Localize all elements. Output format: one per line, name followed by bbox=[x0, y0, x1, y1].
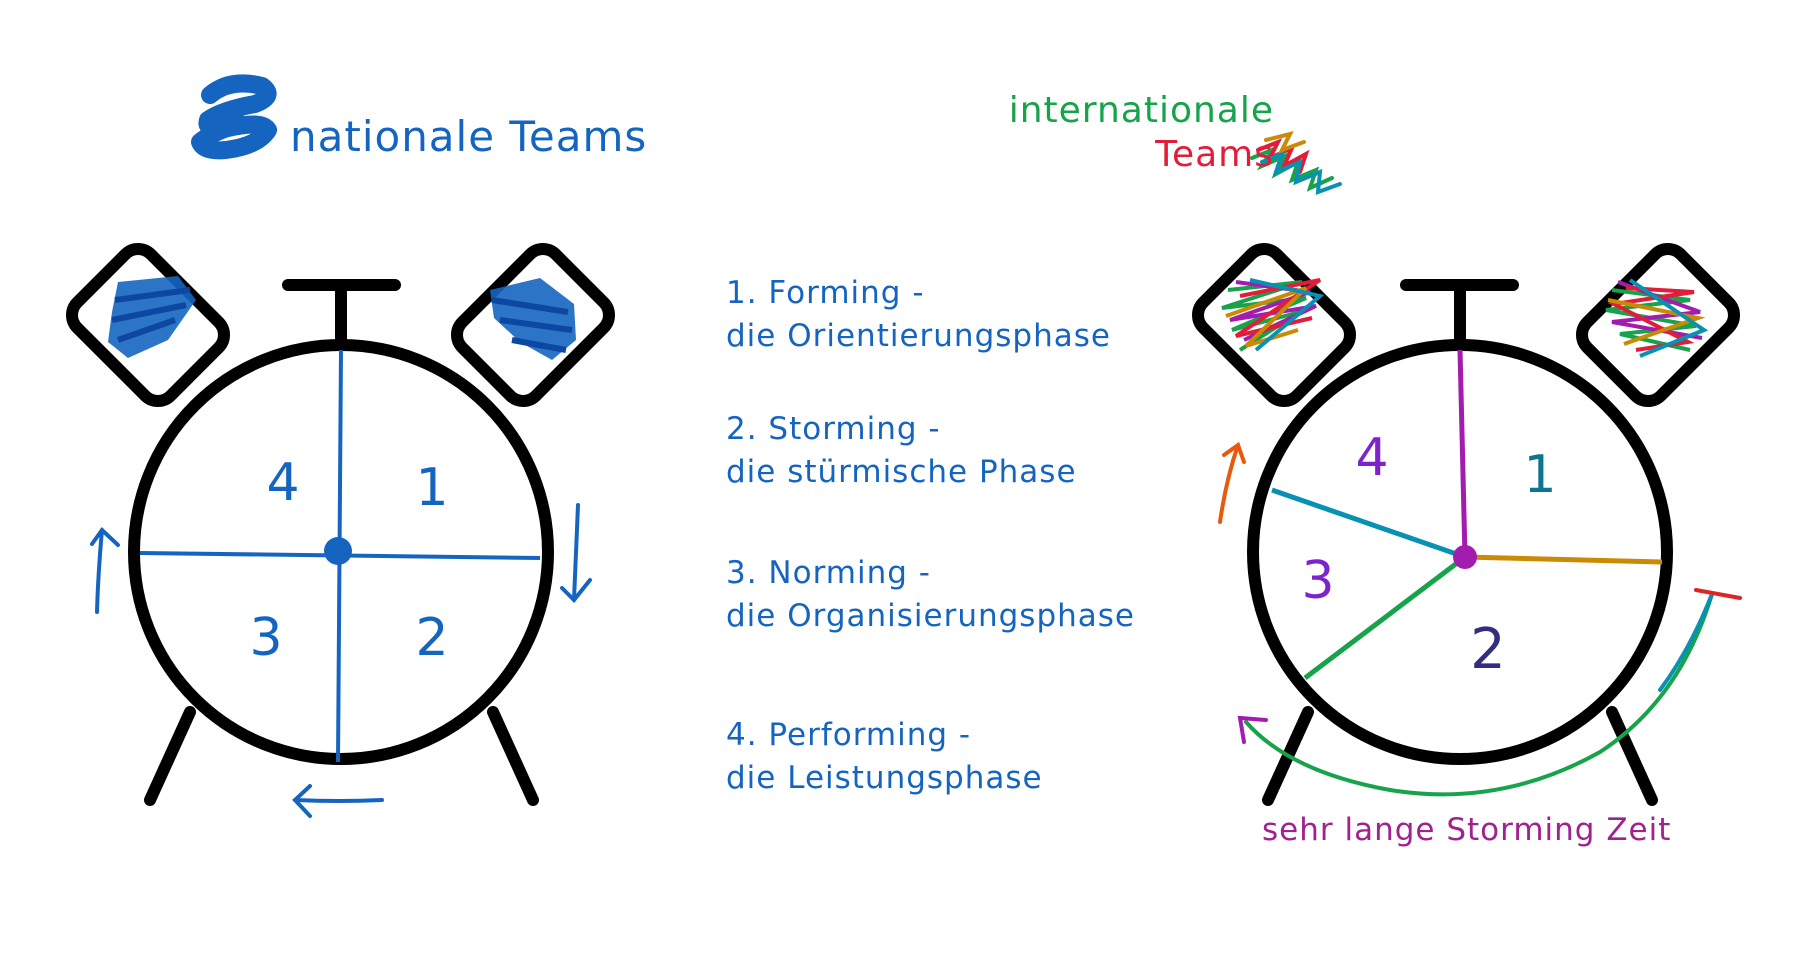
storming-note: sehr lange Storming Zeit bbox=[1262, 812, 1672, 848]
left-alarm-clock: 4 1 3 2 bbox=[66, 243, 615, 818]
left-quadrant-label: 3 bbox=[249, 608, 282, 668]
left-quadrant-label: 1 bbox=[415, 458, 448, 518]
phase-heading: 3. Norming - bbox=[726, 555, 931, 591]
left-quadrant-label: 4 bbox=[266, 453, 299, 513]
left-clock-right-bell bbox=[451, 243, 615, 407]
phase-item: 3. Norming - die Organisierungsphase bbox=[726, 552, 1135, 638]
left-quadrant-label: 2 bbox=[415, 608, 448, 668]
right-sector-label: 2 bbox=[1470, 617, 1506, 682]
left-rotation-arrows bbox=[90, 503, 592, 818]
international-teams-title-line2: Teams bbox=[1155, 134, 1274, 175]
international-scribble-icon bbox=[1250, 131, 1342, 195]
national-teams-title: nationale Teams bbox=[290, 112, 648, 161]
phase-subtitle: die Leistungsphase bbox=[726, 760, 1043, 796]
right-clock-left-bell bbox=[1192, 243, 1356, 407]
phase-subtitle: die Organisierungsphase bbox=[726, 598, 1136, 634]
phase-heading: 4. Performing - bbox=[726, 717, 972, 753]
phase-subtitle: die Orientierungsphase bbox=[726, 318, 1111, 354]
phase-item: 4. Performing - die Leistungsphase bbox=[726, 714, 1043, 800]
phase-item: 2. Storming - die stürmische Phase bbox=[726, 408, 1077, 494]
phase-heading: 1. Forming - bbox=[726, 275, 925, 311]
right-alarm-clock: 4 1 3 2 bbox=[1192, 243, 1742, 806]
right-sector-label: 4 bbox=[1355, 428, 1388, 488]
phase-item: 1. Forming - die Orientierungsphase bbox=[726, 272, 1111, 358]
right-rotation-arrows bbox=[1218, 441, 1742, 797]
phase-subtitle: die stürmische Phase bbox=[726, 454, 1077, 490]
national-scribble-icon bbox=[191, 74, 277, 160]
left-clock-left-bell bbox=[66, 243, 230, 407]
right-sector-label: 3 bbox=[1301, 551, 1334, 611]
phase-heading: 2. Storming - bbox=[726, 411, 941, 447]
right-clock-right-bell bbox=[1576, 243, 1740, 407]
international-teams-title-line1: internationale bbox=[1008, 90, 1274, 131]
right-sector-label: 1 bbox=[1523, 445, 1556, 505]
